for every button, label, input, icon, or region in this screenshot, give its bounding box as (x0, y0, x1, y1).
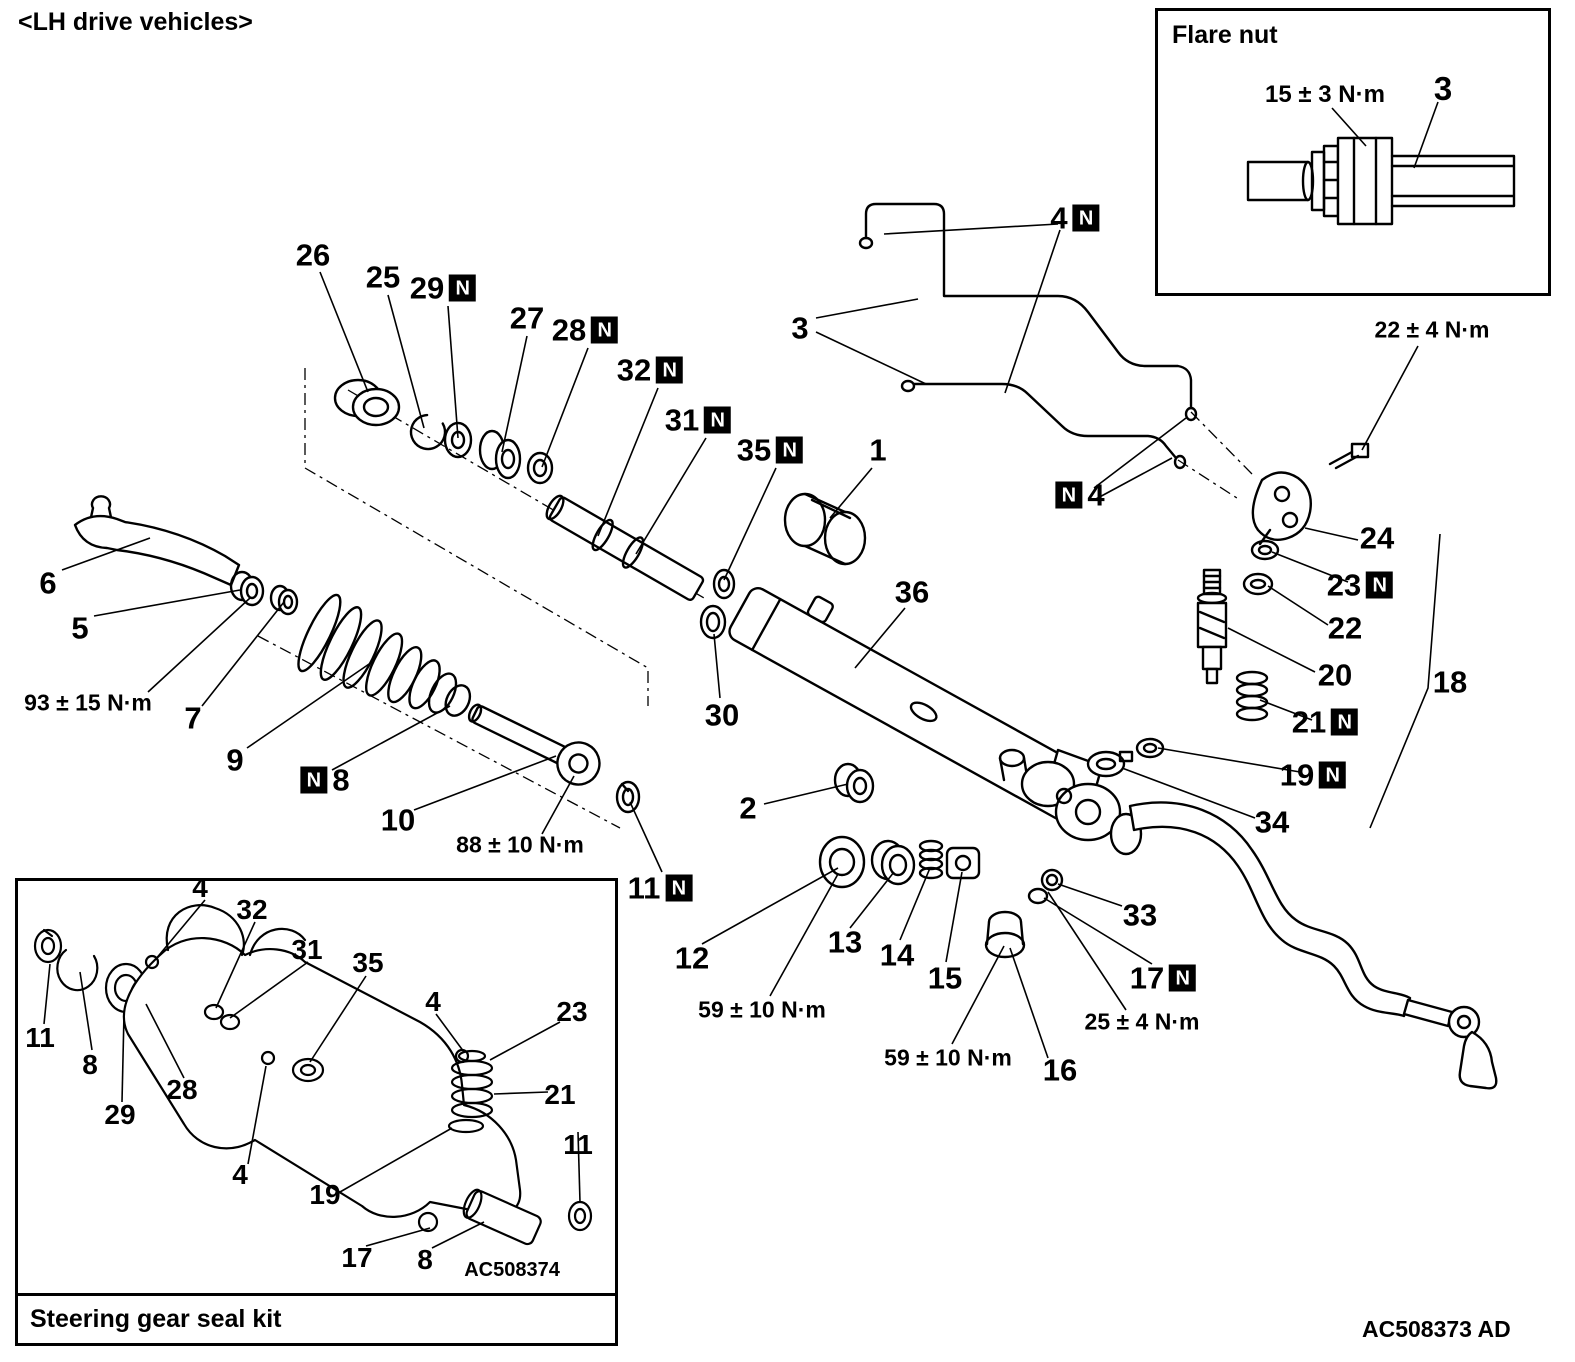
part-oring-28 (526, 451, 554, 485)
part-washers-5-7 (229, 570, 299, 616)
part-ring-35 (712, 568, 736, 600)
part-hydraulic-pipes (858, 202, 1198, 470)
part-nut-33 (1040, 868, 1064, 892)
part-spring-21 (1235, 670, 1269, 722)
part-ring-30 (699, 604, 727, 640)
part-mount-bushing-1 (783, 492, 867, 566)
part-tie-rod-end-left (73, 495, 241, 587)
part-valve-housing (998, 748, 1143, 856)
part-bolt-22nm (1328, 442, 1370, 470)
part-yoke-15 (945, 846, 981, 880)
part-seal-12 (818, 835, 866, 889)
leader-lines (43, 101, 1441, 1249)
part-bushing-13 (870, 839, 916, 886)
part-bushing-26 (333, 378, 401, 427)
part-spring-14 (918, 839, 944, 880)
part-bushing-2 (833, 762, 875, 804)
part-rack-shaft (545, 494, 705, 601)
variant-label: <LH drive vehicles> (18, 8, 253, 36)
part-ring-23 (1250, 539, 1280, 561)
part-inner-tie-rod (467, 703, 601, 786)
part-cap-16 (984, 910, 1026, 959)
part-ring-17 (1027, 887, 1049, 905)
drawing-code: AC508373 AD (1362, 1316, 1511, 1342)
part-valve-20 (1196, 568, 1228, 685)
part-bracket-24 (1251, 471, 1312, 546)
part-flare-nut (1246, 136, 1516, 226)
part-bellows-boot (297, 593, 472, 717)
part-washer-11 (615, 780, 641, 814)
parts (33, 136, 1516, 1246)
part-clamp-34 (1086, 750, 1134, 778)
part-boot-right (1128, 801, 1498, 1090)
part-snap-ring-25 (409, 413, 447, 451)
part-ring-22 (1242, 572, 1274, 596)
part-seal-kit-drawing (33, 904, 593, 1246)
part-ring-19 (1135, 737, 1165, 759)
